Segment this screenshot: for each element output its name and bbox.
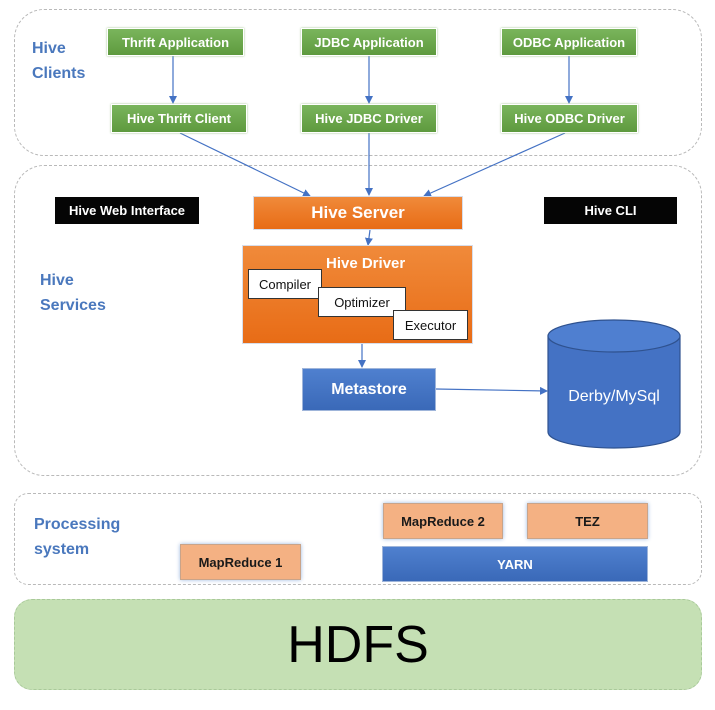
hive-services-label: Hive Services: [40, 272, 106, 314]
hive-jdbc-driver-box: Hive JDBC Driver: [301, 104, 437, 133]
hdfs-label: HDFS: [287, 615, 429, 674]
yarn-box: YARN: [382, 546, 648, 582]
hive-cli-box: Hive CLI: [544, 197, 677, 224]
processing-system-layer: [14, 493, 702, 585]
arrow-odbc-driver-to-server: [423, 132, 566, 197]
mapreduce2-box: MapReduce 2: [383, 503, 503, 539]
compiler-box: Compiler: [248, 269, 322, 299]
derby-mysql-text: Derby/MySql: [568, 388, 660, 405]
hive-web-interface-box: Hive Web Interface: [55, 197, 199, 224]
tez-box: TEZ: [527, 503, 648, 539]
hive-driver-title: Hive Driver: [326, 255, 406, 272]
hive-server-box: Hive Server: [253, 196, 463, 230]
odbc-application-box: ODBC Application: [501, 28, 637, 56]
jdbc-application-box: JDBC Application: [301, 28, 437, 56]
hive-clients-layer: [14, 9, 702, 156]
thrift-application-box: Thrift Application: [107, 28, 244, 56]
hive-odbc-driver-box: Hive ODBC Driver: [501, 104, 638, 133]
arrow-server-to-driver: [364, 229, 373, 246]
mapreduce1-box: MapReduce 1: [180, 544, 301, 580]
hive-thrift-client-box: Hive Thrift Client: [111, 104, 247, 133]
optimizer-box: Optimizer: [318, 287, 406, 317]
hive-services-layer: [14, 165, 702, 476]
processing-system-label: Processing system: [34, 516, 121, 558]
derby-mysql-label: Derby/MySql: [548, 382, 680, 412]
arrow-metastore-to-database: [435, 386, 548, 395]
executor-box: Executor: [393, 310, 468, 340]
arrow-thrift-client-to-server: [179, 132, 311, 197]
database-cylinder-icon: [547, 319, 681, 449]
hive-clients-label: Hive Clients: [32, 40, 86, 82]
metastore-box: Metastore: [302, 368, 436, 411]
hdfs-layer: HDFS: [14, 599, 702, 690]
